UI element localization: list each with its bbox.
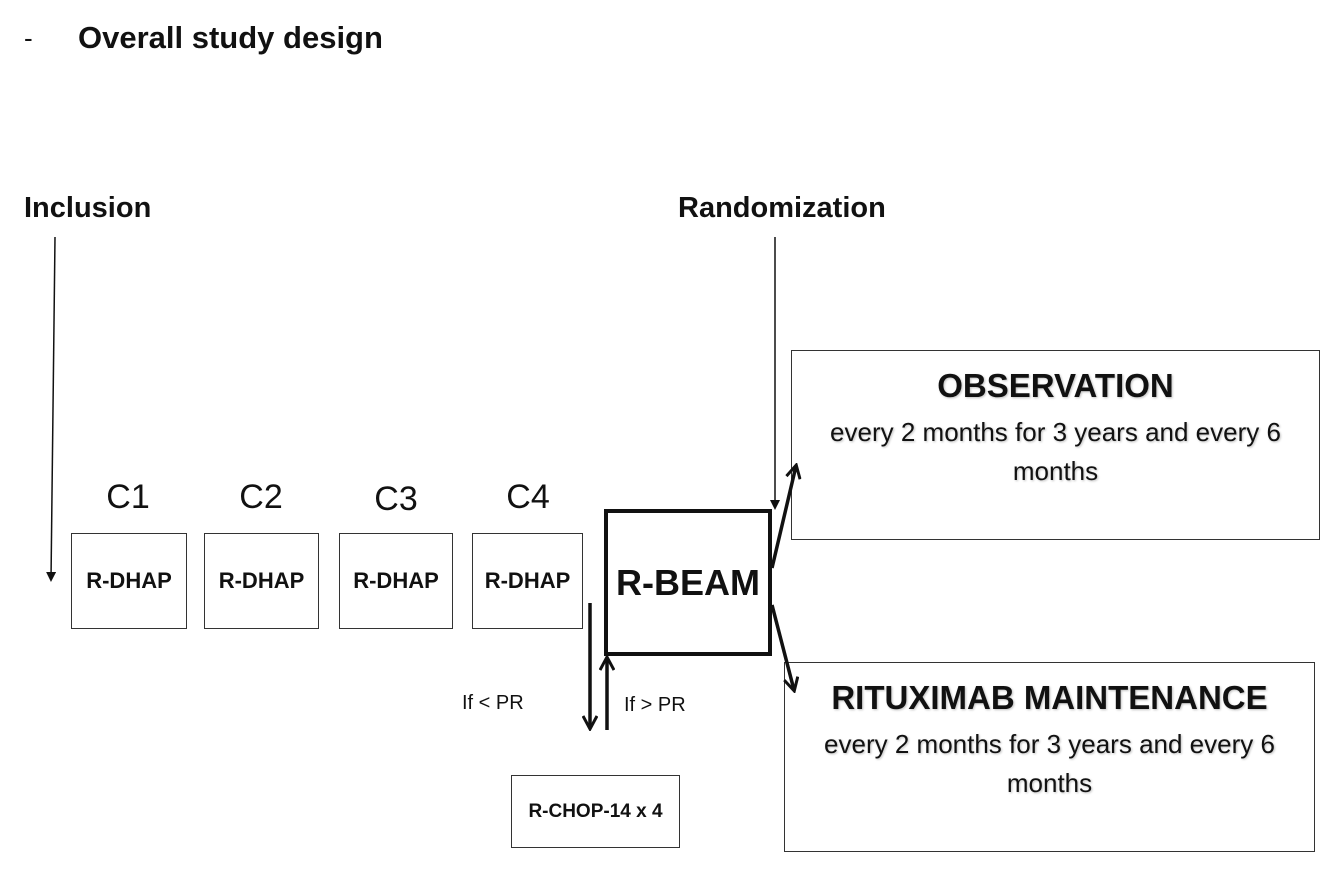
r-beam-label: R-BEAM (616, 561, 760, 603)
treatment-label-c4: R-DHAP (484, 568, 571, 593)
observation-arm-title: OBSERVATION (937, 367, 1174, 404)
arrow-to-rituximab (770, 604, 794, 690)
observation-arm-box: OBSERVATION every 2 months for 3 years a… (791, 350, 1320, 540)
cycle-label-c1: C1 (106, 478, 150, 516)
rituximab-arm-description: every 2 months for 3 years and every 6 m… (824, 729, 1275, 798)
treatment-label-c1: R-DHAP (86, 568, 172, 593)
arrow-to-observation (770, 466, 796, 569)
rituximab-arm-title: RITUXIMAB MAINTENANCE (831, 679, 1268, 716)
randomization-label: Randomization (678, 192, 886, 224)
treatment-label-c2: R-DHAP (218, 568, 305, 593)
observation-arm-description: every 2 months for 3 years and every 6 m… (830, 417, 1281, 486)
treatment-box-c3: R-DHAP (339, 533, 453, 629)
r-beam-box: R-BEAM (604, 509, 772, 656)
cycle-label-c4: C4 (506, 478, 550, 516)
rituximab-arm-box: RITUXIMAB MAINTENANCE every 2 months for… (784, 662, 1315, 852)
inclusion-arrow (46, 236, 57, 582)
treatment-box-c1: R-DHAP (71, 533, 187, 629)
condition-less-than-pr: If < PR (462, 692, 524, 714)
treatment-label-c3: R-DHAP (353, 568, 439, 593)
section-heading: - Overall study design (24, 18, 383, 58)
condition-greater-than-pr: If > PR (624, 694, 686, 716)
cycle-label-c2: C2 (239, 478, 283, 516)
cycle-label-c3: C3 (374, 480, 418, 518)
r-chop-box: R-CHOP-14 x 4 (511, 775, 680, 848)
treatment-box-c4: R-DHAP (472, 533, 583, 629)
heading-title: Overall study design (78, 20, 383, 55)
treatment-box-c2: R-DHAP (204, 533, 319, 629)
r-chop-label: R-CHOP-14 x 4 (528, 800, 663, 822)
heading-bullet: - (24, 22, 33, 53)
inclusion-label: Inclusion (24, 192, 152, 224)
